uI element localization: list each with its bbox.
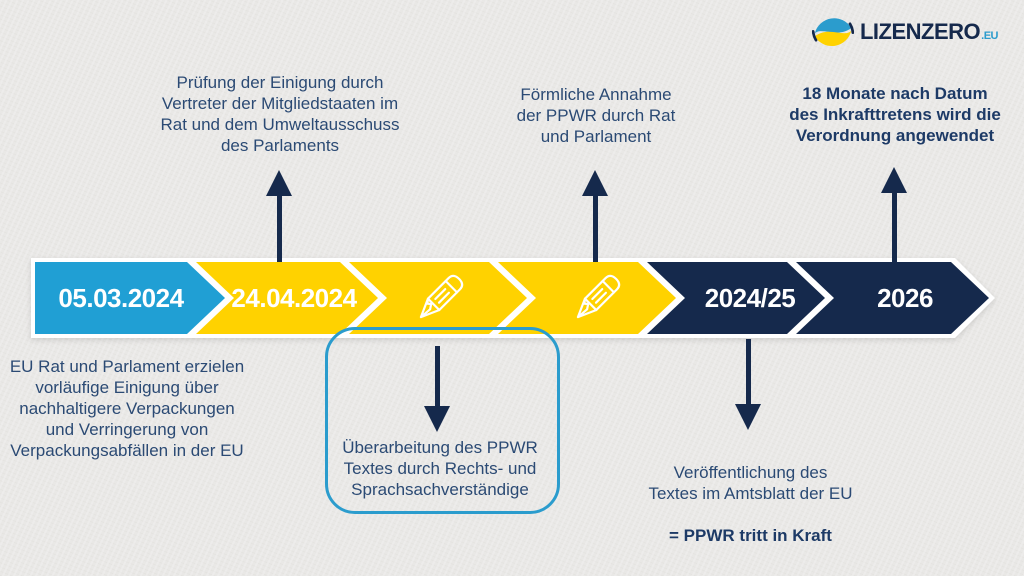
annotation-bottom-middle: Überarbeitung des PPWR Textes durch Rech… bbox=[342, 438, 538, 499]
timeline-segment-2 bbox=[196, 262, 378, 334]
arrow-head-icon bbox=[582, 170, 608, 196]
logo-tld-text: .EU bbox=[981, 30, 998, 42]
timeline-segment-6 bbox=[796, 262, 989, 334]
arrow-shaft bbox=[745, 339, 751, 408]
annotation-top-middle: Förmliche Annahme der PPWR durch Rat und… bbox=[516, 85, 676, 146]
connector-arrow-up-1 bbox=[266, 170, 292, 262]
lizenzero-logo-icon bbox=[811, 18, 854, 47]
annotation-bottom-right-bold: = PPWR tritt in Kraft bbox=[669, 526, 832, 545]
lizenzero-logo: LIZENZERO .EU bbox=[811, 11, 999, 53]
timeline-segment-5 bbox=[647, 262, 825, 334]
logo-wordmark: LIZENZERO .EU bbox=[859, 19, 999, 45]
timeline-band: 05.03.2024 24.04.2024 2024/25 2026 bbox=[31, 258, 995, 338]
timeline-label-6: 2026 bbox=[877, 283, 933, 313]
connector-arrow-up-3 bbox=[881, 167, 907, 262]
annotation-bottom-left: EU Rat und Parlament erzielen vorläufige… bbox=[9, 357, 245, 460]
arrow-shaft bbox=[276, 192, 282, 262]
annotation-top-right: 18 Monate nach Datum des Inkrafttretens … bbox=[789, 84, 1001, 145]
timeline-label-5: 2024/25 bbox=[705, 283, 796, 313]
timeline-segment-3 bbox=[349, 262, 527, 334]
timeline-label-1: 05.03.2024 bbox=[58, 283, 184, 313]
annotation-bottom-right-regular: Veröffentlichung des Textes im Amtsblatt… bbox=[648, 463, 853, 503]
connector-arrow-up-2 bbox=[582, 170, 608, 262]
arrow-shaft bbox=[592, 192, 598, 262]
timeline-segment-1 bbox=[35, 262, 225, 334]
arrow-head-icon bbox=[424, 406, 450, 432]
arrow-head-icon bbox=[881, 167, 907, 193]
arrow-head-icon bbox=[735, 404, 761, 430]
arrow-shaft bbox=[434, 346, 440, 410]
connector-arrow-down-1 bbox=[424, 346, 450, 432]
connector-arrow-down-2 bbox=[735, 339, 761, 430]
logo-brand-text: LIZENZERO bbox=[859, 19, 981, 44]
annotation-top-left: Prüfung der Einigung durch Vertreter der… bbox=[160, 73, 400, 155]
annotation-bottom-right: Veröffentlichung des Textes im Amtsblatt… bbox=[638, 441, 863, 567]
pencil-icon bbox=[419, 274, 464, 319]
timeline-label-2: 24.04.2024 bbox=[231, 283, 357, 313]
pencil-icon bbox=[576, 274, 621, 319]
arrow-head-icon bbox=[266, 170, 292, 196]
arrow-shaft bbox=[891, 189, 897, 262]
highlight-box bbox=[325, 327, 560, 514]
